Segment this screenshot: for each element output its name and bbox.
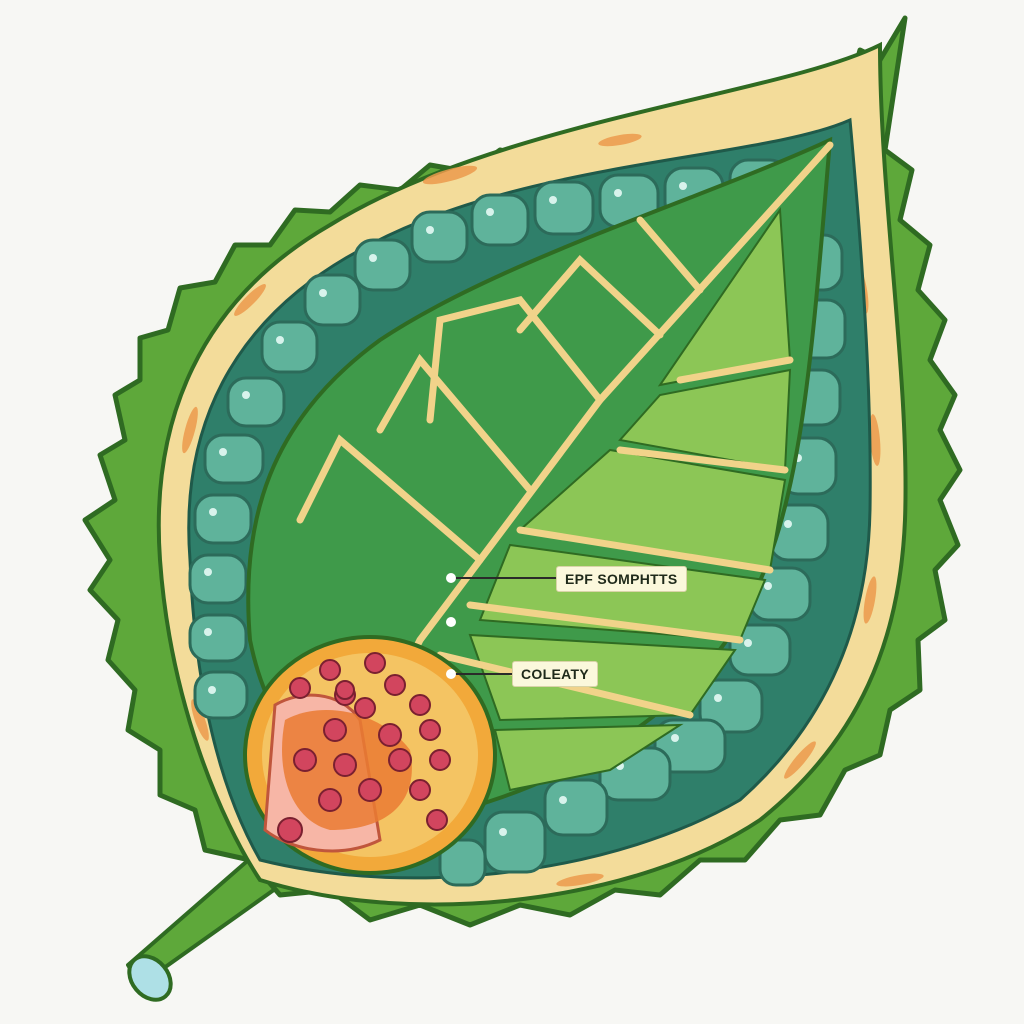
label-coleaty: COLEATY [512,661,598,687]
leader-lines [446,573,556,679]
band-streaks [182,133,881,887]
fruit-seeds [277,652,451,843]
label-epf-somphtts: EPF SOMPHTTS [556,566,687,592]
inner-leaf-light-panels [468,207,792,792]
cell-highlights [204,174,812,836]
fruit-section [243,635,497,875]
